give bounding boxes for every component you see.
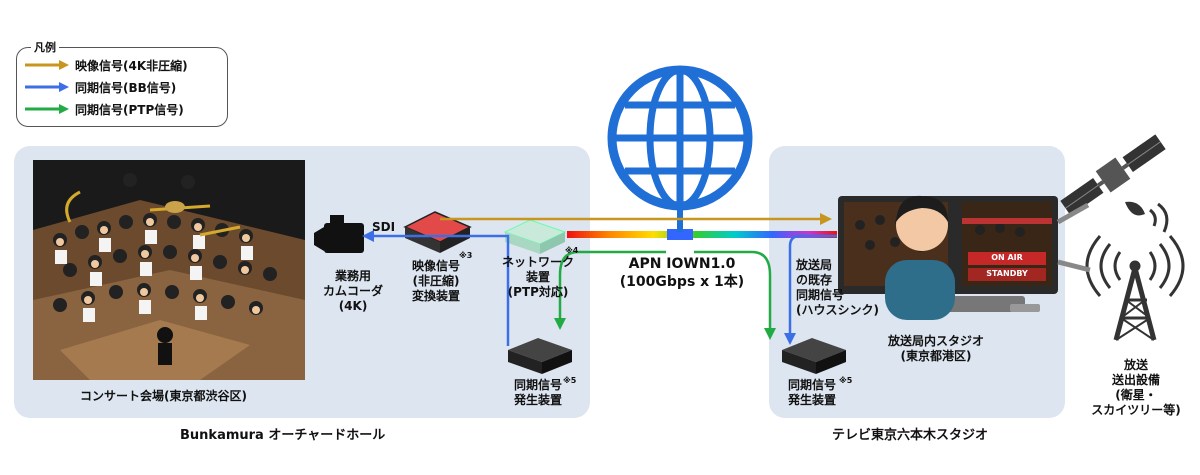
broadcast-connectors [1056, 202, 1091, 273]
network-device-icon [503, 219, 567, 254]
concert-venue-label: コンサート会場(東京都渋谷区) [80, 389, 247, 403]
satellite-icon [1060, 134, 1166, 216]
network-device-label: ネットワーク 装置 (PTP対応) [501, 255, 574, 299]
satellite-dish-icon [1125, 201, 1169, 233]
legend-title: 凡例 [31, 39, 59, 55]
house-sync-label: 放送局 の既存 同期信号 (ハウスシンク) [796, 258, 879, 317]
video-signal-arrow [440, 213, 832, 225]
concert-hall-illustration [33, 160, 305, 380]
legend-label-ptp: 同期信号(PTP信号) [75, 102, 184, 117]
bb-signal-arrow-studio [788, 234, 837, 335]
studio-label: 放送局内スタジオ (東京都港区) [887, 334, 984, 363]
studio-sync-note: ※5 [839, 376, 853, 385]
broadcast-tower-icon [1085, 235, 1185, 341]
converter-note: ※3 [459, 251, 473, 260]
bb-signal-arrow-venue [372, 234, 510, 346]
legend-item-bb: 同期信号(BB信号) [23, 79, 176, 95]
globe-icon [607, 65, 753, 232]
legend: 凡例 映像信号(4K非圧縮) 同期信号(BB信号) 同期信号(PTP信号) [16, 39, 228, 127]
network-note: ※4 [565, 246, 579, 255]
operator-figure [885, 195, 955, 320]
legend-arrow-ptp [25, 104, 69, 114]
on-air-indicator: ON AIR [991, 253, 1023, 262]
legend-arrow-bb [25, 82, 69, 92]
converter-label: 映像信号 (非圧縮) 変換装置 [411, 259, 460, 303]
ptp-arrowhead-studio [764, 328, 776, 340]
sdi-label: SDI [372, 220, 396, 234]
legend-item-video: 映像信号(4K非圧縮) [23, 57, 188, 73]
standby-indicator: STANDBY [986, 269, 1028, 278]
bb-arrowhead-studio [784, 333, 796, 345]
ptp-signal-arrow-venue [558, 250, 666, 320]
legend-label-bb: 同期信号(BB信号) [75, 80, 177, 95]
legend-arrow-video [25, 60, 69, 70]
legend-item-ptp: 同期信号(PTP信号) [23, 101, 184, 117]
sync-generator-venue-icon [508, 338, 572, 374]
venue-sync-generator-label: 同期信号 発生装置 [513, 378, 562, 407]
studio-sync-generator-label: 同期信号 発生装置 [787, 378, 836, 407]
studio-name: テレビ東京六本木スタジオ [832, 428, 989, 443]
broadcast-label: 放送 送出設備 (衛星・ スカイツリー等) [1091, 358, 1181, 417]
sync-generator-studio-icon [782, 338, 846, 374]
ptp-arrowhead-venue [554, 318, 566, 330]
bb-arrowhead-venue [362, 230, 374, 242]
ptp-signal-arrow-studio [694, 250, 772, 330]
venue-name: Bunkamura オーチャードホール [180, 428, 386, 443]
iown-node [667, 229, 693, 240]
venue-sync-note: ※5 [563, 376, 577, 385]
camcorder-icon [314, 215, 364, 253]
iown-line [567, 231, 837, 238]
legend-label-video: 映像信号(4K非圧縮) [75, 58, 188, 73]
camcorder-label: 業務用 カムコーダ (4K) [322, 269, 383, 313]
iown-label: APN IOWN1.0 (100Gbps x 1本) [619, 256, 745, 290]
